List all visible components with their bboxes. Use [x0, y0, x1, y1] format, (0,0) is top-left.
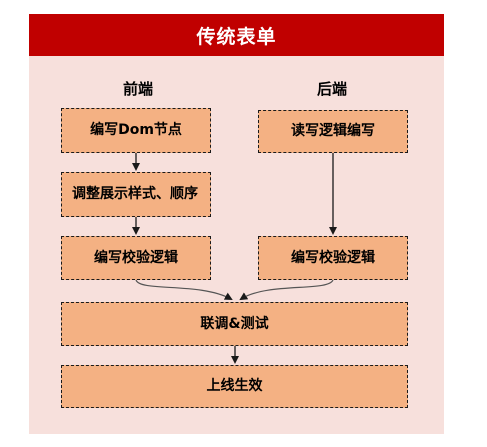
joint-debug-test-step: 联调&测试	[61, 302, 408, 346]
diagram-title: 传统表单	[29, 14, 444, 56]
diagram-panel	[29, 14, 444, 434]
frontend-column-label: 前端	[122, 80, 153, 98]
backend-step-validation: 编写校验逻辑	[258, 236, 408, 280]
release-step: 上线生效	[61, 365, 408, 408]
backend-step-read-write: 读写逻辑编写	[258, 110, 408, 153]
frontend-step-validation: 编写校验逻辑	[61, 236, 211, 280]
frontend-step-adjust-style: 调整展示样式、顺序	[61, 172, 211, 217]
backend-column-label: 后端	[316, 80, 347, 98]
frontend-step-write-dom: 编写Dom节点	[61, 108, 211, 153]
